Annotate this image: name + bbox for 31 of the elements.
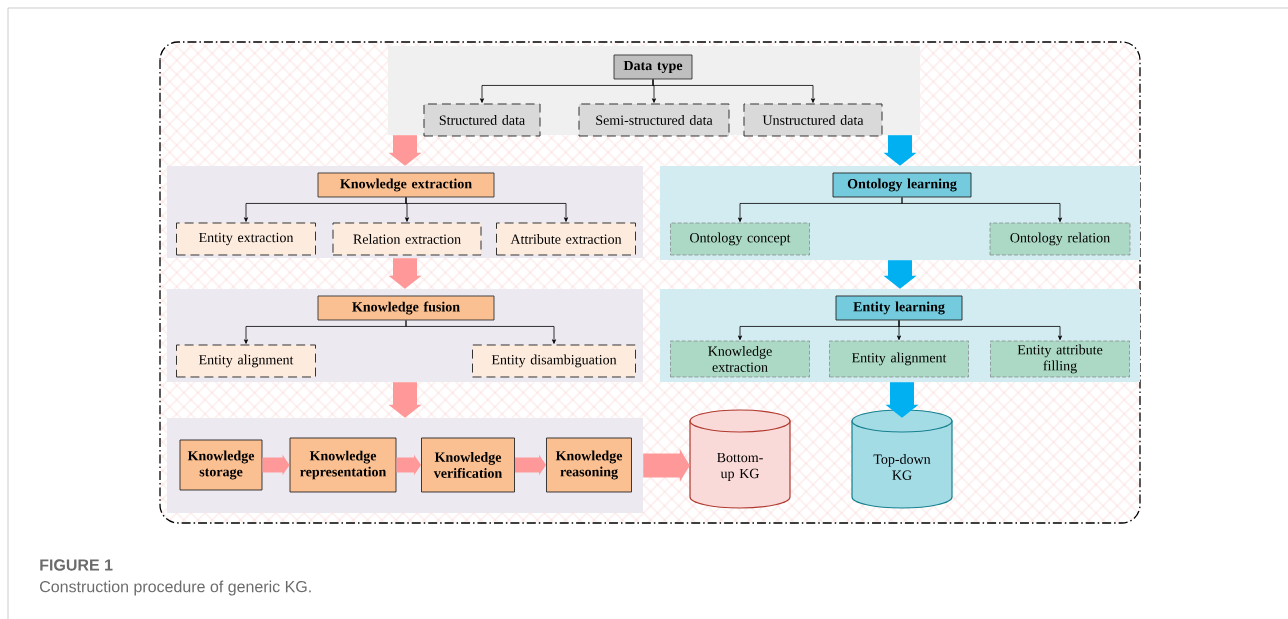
heading-box: Ontology learning	[832, 172, 972, 198]
connector-arrow	[901, 197, 1062, 223]
item-box: Knowledge extraction	[670, 340, 810, 378]
item-box: Entity disambiguation	[472, 344, 636, 378]
connector-arrow	[898, 320, 1062, 341]
database-cylinder: Top-down KG	[851, 409, 953, 509]
process-box: Knowledge representation	[289, 437, 397, 493]
database-cylinder: Bottom-up KG	[689, 409, 791, 509]
heading-box: Knowledge extraction	[317, 172, 495, 198]
item-box: Ontology concept	[670, 222, 810, 256]
connector-arrow	[405, 320, 556, 344]
item-box: Semi-structured data	[578, 103, 730, 137]
heading-box: Entity learning	[835, 295, 963, 321]
connector-arrow	[652, 79, 815, 103]
item-box: Relation extraction	[332, 222, 482, 256]
item-box: Entity attribute filling	[990, 340, 1130, 378]
item-box: Entity alignment	[176, 344, 316, 378]
connector-arrow	[405, 197, 568, 222]
process-box: Knowledge reasoning	[546, 437, 632, 493]
item-box: Structured data	[423, 103, 541, 137]
item-box: Attribute extraction	[496, 222, 636, 256]
figure-label: FIGURE 1	[40, 559, 113, 571]
heading-box: Knowledge fusion	[317, 295, 495, 321]
process-box: Knowledge verification	[421, 437, 515, 493]
item-box: Entity alignment	[829, 340, 969, 378]
process-box: Knowledge storage	[179, 439, 263, 491]
figure-caption: Construction procedure of generic KG.	[40, 580, 311, 596]
heading-box: Data type	[613, 54, 693, 80]
item-box: Entity extraction	[176, 222, 316, 256]
item-box: Ontology relation	[989, 222, 1131, 256]
item-box: Unstructured data	[743, 103, 883, 137]
